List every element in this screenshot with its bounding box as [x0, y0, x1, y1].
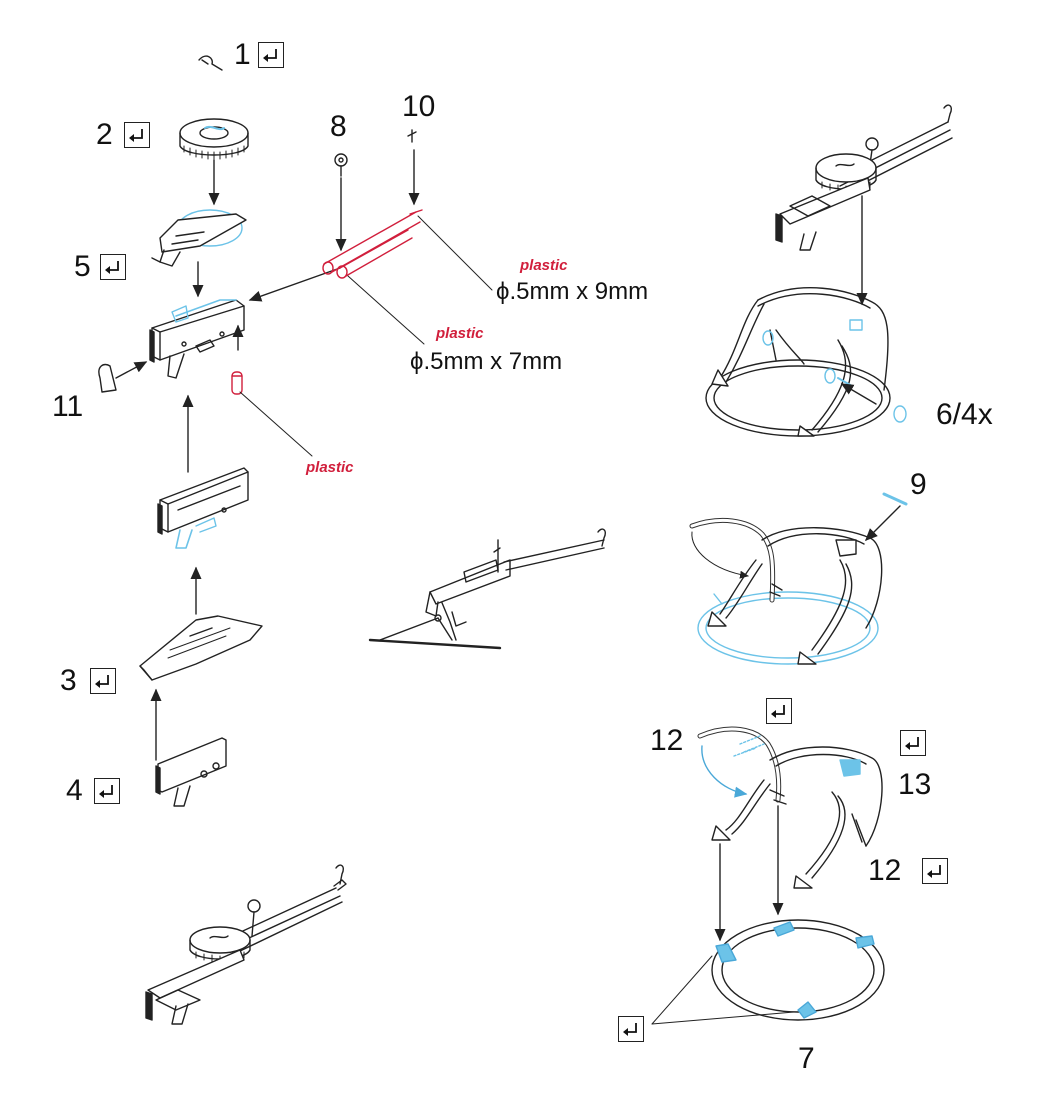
part-9-rod [882, 492, 908, 506]
fold-arrow-icon [258, 42, 284, 68]
label-part-4: 4 [66, 774, 83, 807]
label-part-6: 6/4x [936, 398, 993, 431]
fold-arrow-icon [94, 778, 120, 804]
label-part-9: 9 [910, 468, 927, 501]
part-2-gear [179, 118, 249, 160]
fold-arrow-icon [124, 122, 150, 148]
fold-arrow-icon [618, 1016, 644, 1042]
part-3-plate [139, 615, 263, 681]
label-part-2: 2 [96, 118, 113, 151]
part-11-handle [98, 363, 117, 393]
fold-arrow-icon [900, 730, 926, 756]
label-part-7: 7 [798, 1042, 815, 1075]
label-part-12-right: 12 [868, 854, 902, 887]
label-part-1: 1 [234, 38, 251, 71]
label-part-8: 8 [330, 110, 347, 143]
plastic-rods [322, 209, 423, 279]
fold-arrow-icon [766, 698, 792, 724]
part-1-wire [198, 55, 223, 71]
assembled-gun-top [775, 104, 953, 251]
plastic-label-short: plastic [436, 325, 484, 342]
part-10-pin [407, 129, 417, 143]
fold-arrow-icon [922, 858, 948, 884]
part-11-receiver [149, 299, 245, 379]
rod-short-dimension: ϕ.5mm x 7mm [410, 348, 563, 375]
plastic-label-long: plastic [520, 257, 568, 274]
plastic-pin [231, 371, 243, 395]
center-mounted-gun [368, 528, 607, 650]
part-8-sight [334, 153, 348, 177]
tripod-stage-2 [689, 518, 883, 665]
part-7-ring [711, 919, 885, 1021]
label-part-12-left: 12 [650, 724, 684, 757]
label-part-5: 5 [74, 250, 91, 283]
rod-long-dimension: ϕ.5mm x 9mm [496, 278, 649, 305]
label-part-13: 13 [898, 768, 932, 801]
assembled-gun-bottom [145, 864, 347, 1025]
washer [893, 405, 907, 423]
part-5-top-cover [151, 209, 247, 267]
part-4-sideplate [155, 737, 227, 807]
receiver-stage [157, 467, 249, 549]
label-part-3: 3 [60, 664, 77, 697]
fold-arrow-icon [90, 668, 116, 694]
fold-arrow-icon [100, 254, 126, 280]
tripod-stage-1 [705, 287, 891, 437]
label-part-10: 10 [402, 90, 436, 123]
plastic-label-pin: plastic [306, 459, 354, 476]
tripod-stage-3 [697, 726, 883, 889]
label-part-11: 11 [52, 390, 84, 423]
